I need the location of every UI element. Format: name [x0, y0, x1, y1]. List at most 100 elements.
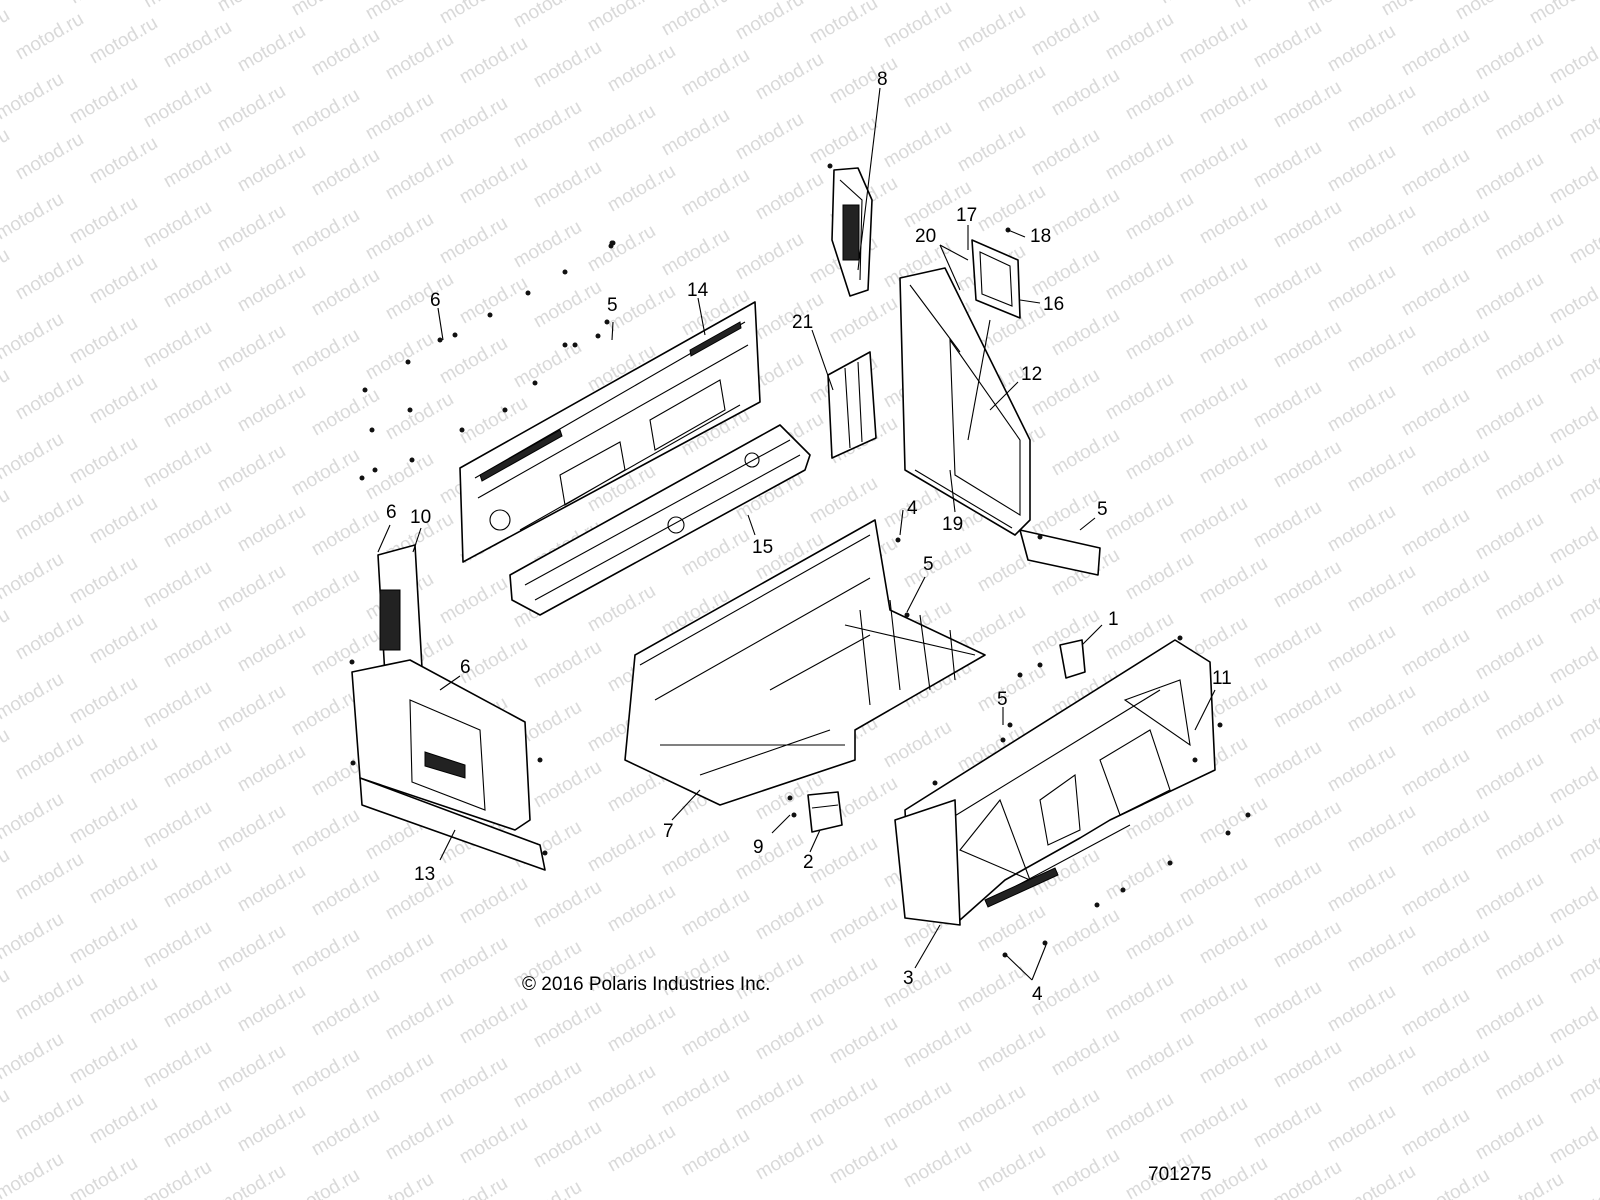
- watermark-text: motod.ru: [1418, 685, 1493, 741]
- callout-6c: 6: [460, 657, 471, 678]
- watermark-text: motod.ru: [1492, 929, 1567, 985]
- watermark-text: motod.ru: [1122, 909, 1197, 965]
- figure-number: 701275: [1148, 1164, 1211, 1185]
- watermark-text: motod.ru: [1546, 633, 1600, 689]
- watermark-text: motod.ru: [1492, 1169, 1567, 1200]
- watermark-text: motod.ru: [974, 901, 1049, 957]
- watermark-text: motod.ru: [456, 153, 531, 209]
- watermark-text: motod.ru: [1398, 385, 1473, 441]
- watermark-text: motod.ru: [1250, 1097, 1325, 1153]
- watermark-text: motod.ru: [86, 733, 161, 789]
- watermark-text: motod.ru: [974, 1141, 1049, 1197]
- watermark-text: motod.ru: [1270, 557, 1345, 613]
- watermark-text: motod.ru: [1270, 317, 1345, 373]
- watermark-text: motod.ru: [1196, 913, 1271, 969]
- watermark-text: motod.ru: [12, 849, 87, 905]
- watermark-text: motod.ru: [86, 973, 161, 1029]
- watermark-text: motod.ru: [1566, 93, 1600, 149]
- watermark-text: motod.ru: [974, 661, 1049, 717]
- watermark-text: motod.ru: [604, 41, 679, 97]
- part-14-rear-upper-panel: [459, 301, 761, 563]
- watermark-text: motod.ru: [66, 313, 141, 369]
- watermark-text: motod.ru: [1324, 1101, 1399, 1157]
- watermark-text: motod.ru: [678, 1005, 753, 1061]
- watermark-text: motod.ru: [1492, 1049, 1567, 1105]
- watermark-text: motod.ru: [1398, 745, 1473, 801]
- watermark-text: motod.ru: [0, 125, 13, 181]
- watermark-text: motod.ru: [1472, 869, 1547, 925]
- watermark-text: motod.ru: [1196, 193, 1271, 249]
- watermark-text: motod.ru: [584, 0, 659, 36]
- watermark-text: motod.ru: [1492, 449, 1567, 505]
- watermark-text: motod.ru: [678, 885, 753, 941]
- watermark-text: motod.ru: [1122, 189, 1197, 245]
- watermark-text: motod.ru: [308, 505, 383, 561]
- watermark-text: motod.ru: [530, 37, 605, 93]
- watermark-text: motod.ru: [732, 229, 807, 285]
- callout-20: 20: [915, 226, 936, 247]
- callout-18: 18: [1030, 226, 1051, 247]
- watermark-text: motod.ru: [806, 1073, 881, 1129]
- watermark-text: motod.ru: [1472, 269, 1547, 325]
- watermark-text: motod.ru: [1492, 329, 1567, 385]
- watermark-text: motod.ru: [604, 1001, 679, 1057]
- watermark-text: motod.ru: [1566, 453, 1600, 509]
- watermark-text: motod.ru: [214, 1161, 289, 1200]
- watermark-text: motod.ru: [1344, 681, 1419, 737]
- watermark-text: motod.ru: [1250, 977, 1325, 1033]
- watermark-text: motod.ru: [1546, 513, 1600, 569]
- watermark-text: motod.ru: [1546, 753, 1600, 809]
- watermark-text: motod.ru: [1492, 689, 1567, 745]
- watermark-text: motod.ru: [752, 289, 827, 345]
- watermark-text: motod.ru: [140, 197, 215, 253]
- watermark-text: motod.ru: [1418, 805, 1493, 861]
- watermark-text: motod.ru: [1102, 129, 1177, 185]
- watermark-text: motod.ru: [0, 69, 67, 125]
- watermark-text: motod.ru: [66, 553, 141, 609]
- watermark-text: motod.ru: [1344, 1041, 1419, 1097]
- watermark-text: motod.ru: [288, 445, 363, 501]
- watermark-text: motod.ru: [382, 149, 457, 205]
- watermark-text: motod.ru: [1270, 1037, 1345, 1093]
- watermark-text: motod.ru: [214, 0, 289, 16]
- watermark-text: motod.ru: [1418, 445, 1493, 501]
- watermark-text: motod.ru: [160, 377, 235, 433]
- fasteners: [349, 163, 1251, 958]
- watermark-text: motod.ru: [1250, 857, 1325, 913]
- watermark-text: motod.ru: [66, 913, 141, 969]
- watermark-text: motod.ru: [530, 997, 605, 1053]
- callout-13: 13: [414, 864, 435, 885]
- watermark-text: motod.ru: [880, 1077, 955, 1133]
- watermark-text: motod.ru: [12, 369, 87, 425]
- callout-5c: 5: [923, 554, 934, 575]
- watermark-text: motod.ru: [1176, 973, 1251, 1029]
- watermark-text: motod.ru: [86, 1093, 161, 1149]
- watermark-text: motod.ru: [584, 1061, 659, 1117]
- watermark-text: motod.ru: [0, 845, 13, 901]
- watermark-text: motod.ru: [900, 1137, 975, 1193]
- watermark-text: motod.ru: [1344, 921, 1419, 977]
- callout-14: 14: [687, 280, 709, 301]
- watermark-text: motod.ru: [1324, 381, 1399, 437]
- watermark-text: motod.ru: [1472, 1109, 1547, 1165]
- watermark-text: motod.ru: [234, 21, 309, 77]
- watermark-text: motod.ru: [362, 449, 437, 505]
- watermark-text: motod.ru: [1566, 813, 1600, 869]
- watermark-text: motod.ru: [0, 789, 67, 845]
- watermark-text: motod.ru: [140, 77, 215, 133]
- watermark-text: motod.ru: [1398, 1105, 1473, 1161]
- watermark-text: motod.ru: [86, 613, 161, 669]
- watermark-text: motod.ru: [880, 957, 955, 1013]
- watermark-text: motod.ru: [66, 1033, 141, 1089]
- watermark-text: motod.ru: [732, 109, 807, 165]
- watermark-text: motod.ru: [584, 101, 659, 157]
- watermark-text: motod.ru: [1398, 985, 1473, 1041]
- watermark-text: motod.ru: [1048, 185, 1123, 241]
- watermark-text: motod.ru: [1324, 741, 1399, 797]
- watermark-text: motod.ru: [160, 17, 235, 73]
- watermark-text: motod.ru: [66, 73, 141, 129]
- watermark-text: motod.ru: [510, 1057, 585, 1113]
- watermark-text: motod.ru: [1472, 29, 1547, 85]
- watermark-text: motod.ru: [826, 293, 901, 349]
- watermark-text: motod.ru: [362, 209, 437, 265]
